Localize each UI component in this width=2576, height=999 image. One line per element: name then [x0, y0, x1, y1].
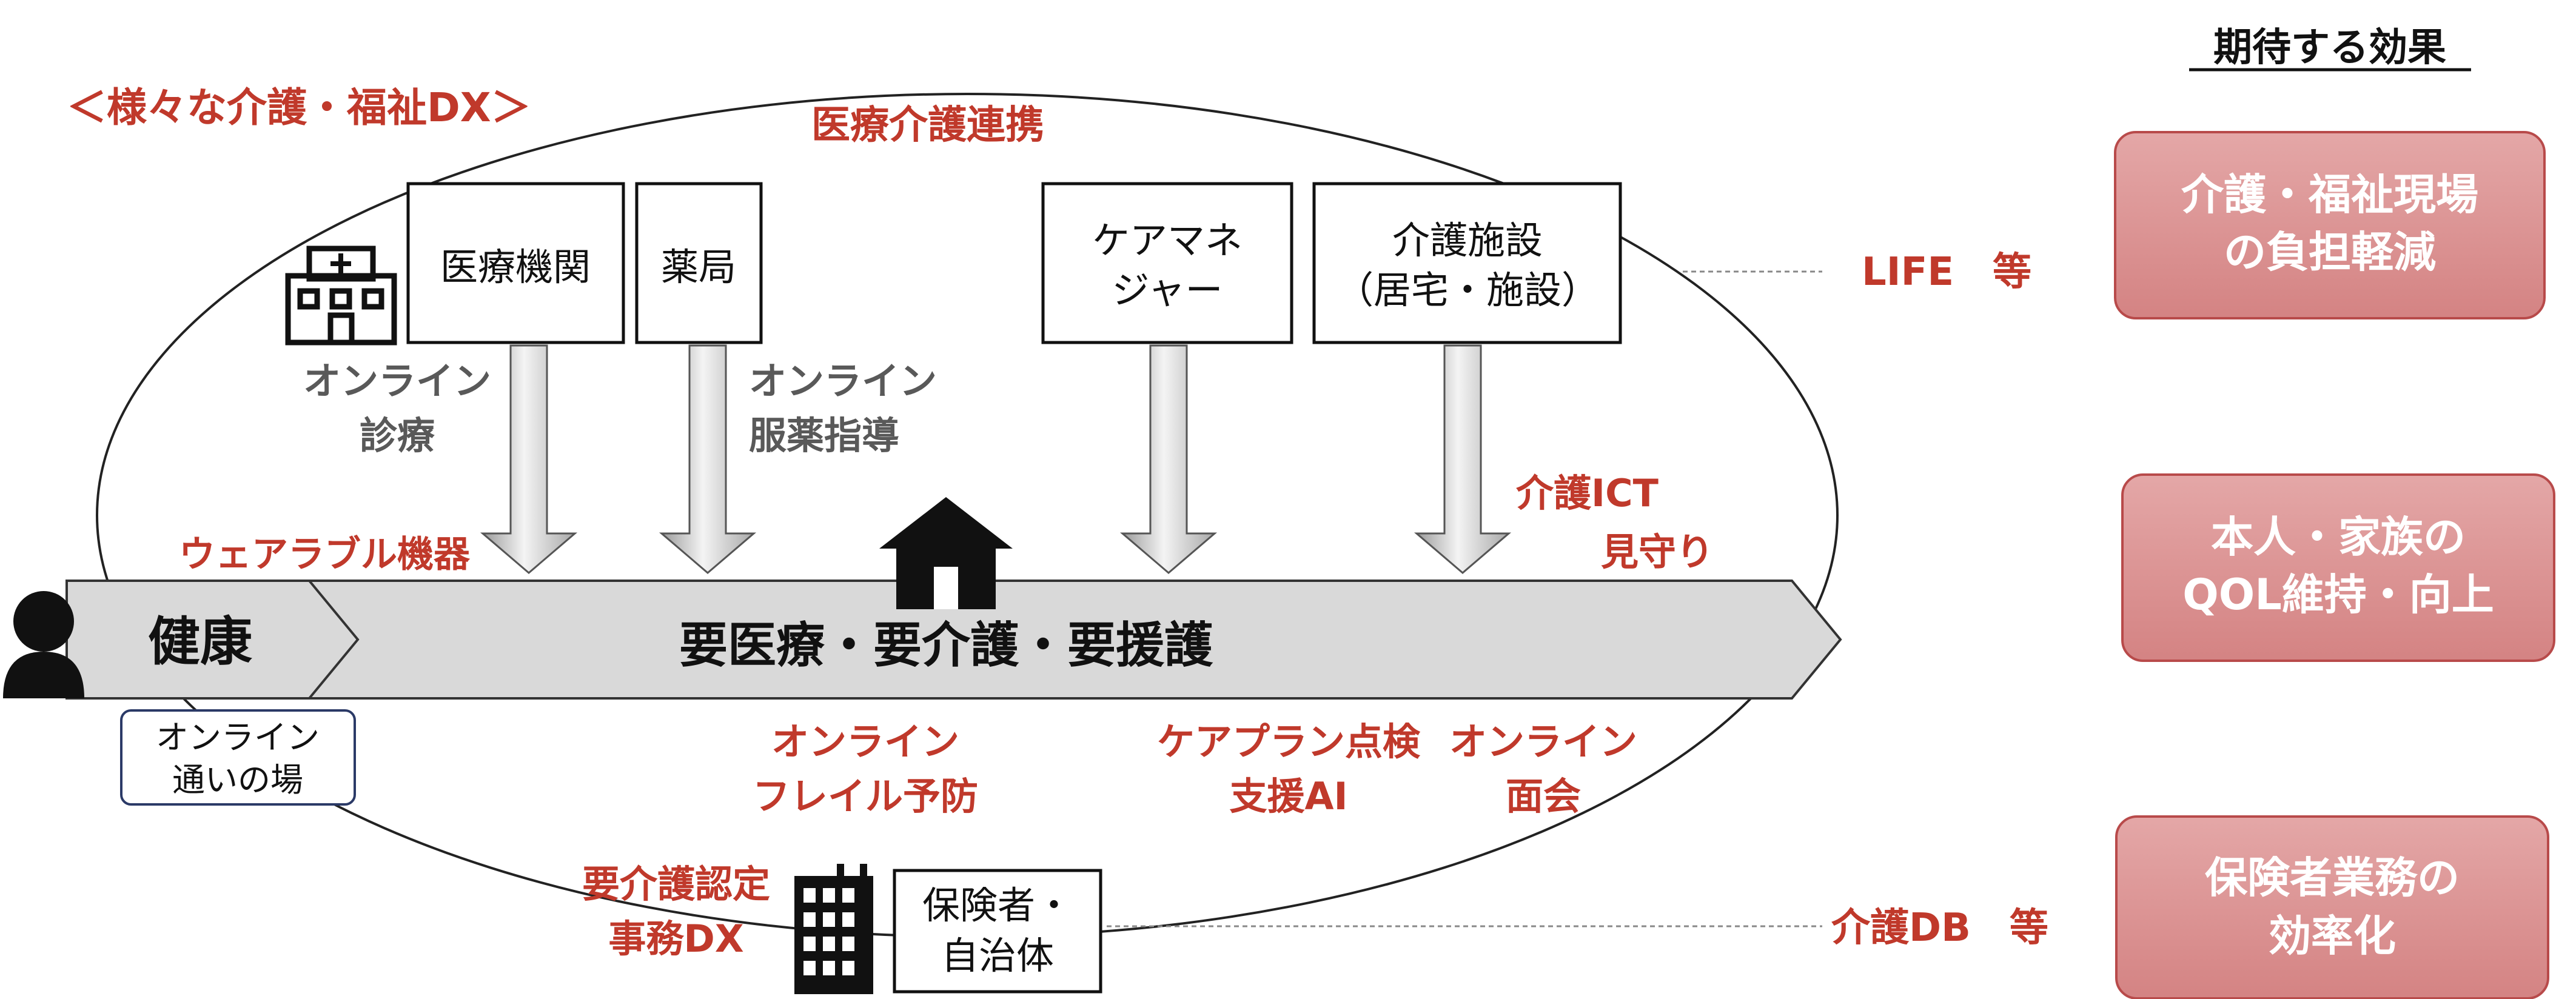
careplan-ai-label-1: ケアプラン点検	[1157, 720, 1421, 764]
care-ict-label-1: 介護ICT	[1516, 471, 1659, 515]
health-stage-chevron	[308, 580, 360, 700]
hospital-icon	[285, 246, 397, 346]
effect-box-qol	[2121, 473, 2555, 662]
online-consultation-label-1: オンライン	[303, 359, 491, 403]
online-frailty-label-1: オンライン	[771, 720, 959, 764]
medical-care-cooperation-label: 医療介護連携	[811, 103, 1044, 148]
life-link-label: LIFE 等	[1862, 250, 2031, 295]
online-frailty-label-2: フレイル予防	[753, 774, 978, 818]
care-facility-label-2: （居宅・施設）	[1336, 268, 1599, 312]
insurer-box	[893, 869, 1102, 994]
care-facility-box	[1312, 182, 1622, 344]
care-manager-label-2: ジャー	[1112, 268, 1223, 312]
care-ict-label-2: 見守り	[1601, 530, 1714, 574]
online-medication-label-2: 服薬指導	[749, 413, 899, 458]
care-db-link-label: 介護DB 等	[1831, 906, 2048, 951]
careplan-ai-label-2: 支援AI	[1229, 774, 1347, 818]
effect-box-workload	[2114, 131, 2546, 319]
health-stage-label: 健康	[148, 612, 252, 672]
effect-workload-line2: の負担軽減	[2224, 227, 2436, 277]
care-manager-box	[1041, 182, 1293, 344]
insurer-label-2: 自治体	[941, 934, 1054, 978]
house-icon	[879, 497, 1013, 609]
dx-title: ＜様々な介護・福祉DX＞	[67, 84, 531, 131]
certification-dx-label-2: 事務DX	[608, 917, 743, 961]
care-manager-label-1: ケアマネ	[1092, 218, 1243, 262]
pharmacy-label: 薬局	[661, 245, 736, 289]
care-stage-label: 要医療・要介護・要援護	[679, 617, 1213, 673]
pharmacy-box	[635, 182, 763, 344]
down-arrow-care-manager	[1119, 344, 1218, 574]
effect-qol-line2: QOL維持・向上	[2182, 570, 2494, 620]
insurer-label-1: 保険者・	[922, 883, 1073, 927]
online-gathering-label-1: オンライン	[156, 718, 320, 757]
online-gathering-label-2: 通いの場	[172, 761, 303, 799]
wearable-label: ウェアラブル機器	[179, 533, 471, 576]
care-facility-label-1: 介護施設	[1392, 218, 1543, 262]
down-arrow-care-facility	[1414, 344, 1512, 574]
down-arrow-pharmacy	[659, 344, 757, 574]
effect-workload-line1: 介護・福祉現場	[2181, 170, 2478, 219]
effect-qol-line1: 本人・家族の	[2211, 512, 2466, 562]
online-consultation-label-2: 診療	[360, 413, 435, 458]
effect-insurer-line1: 保険者業務の	[2205, 853, 2460, 903]
office-building-icon	[794, 864, 873, 994]
person-icon	[3, 591, 84, 698]
effect-box-insurer	[2115, 815, 2549, 999]
online-medication-label-1: オンライン	[749, 359, 937, 403]
expected-effects-header: 期待する効果	[2213, 25, 2446, 70]
certification-dx-label-1: 要介護認定	[582, 862, 770, 906]
effect-insurer-line2: 効率化	[2269, 911, 2396, 961]
medical-institution-label: 医療機関	[440, 245, 591, 289]
online-visit-label-2: 面会	[1506, 774, 1581, 818]
down-arrow-medical	[480, 344, 578, 574]
online-visit-label-1: オンライン	[1449, 720, 1637, 764]
medical-institution-box	[406, 182, 625, 344]
online-gathering-box	[120, 709, 356, 806]
